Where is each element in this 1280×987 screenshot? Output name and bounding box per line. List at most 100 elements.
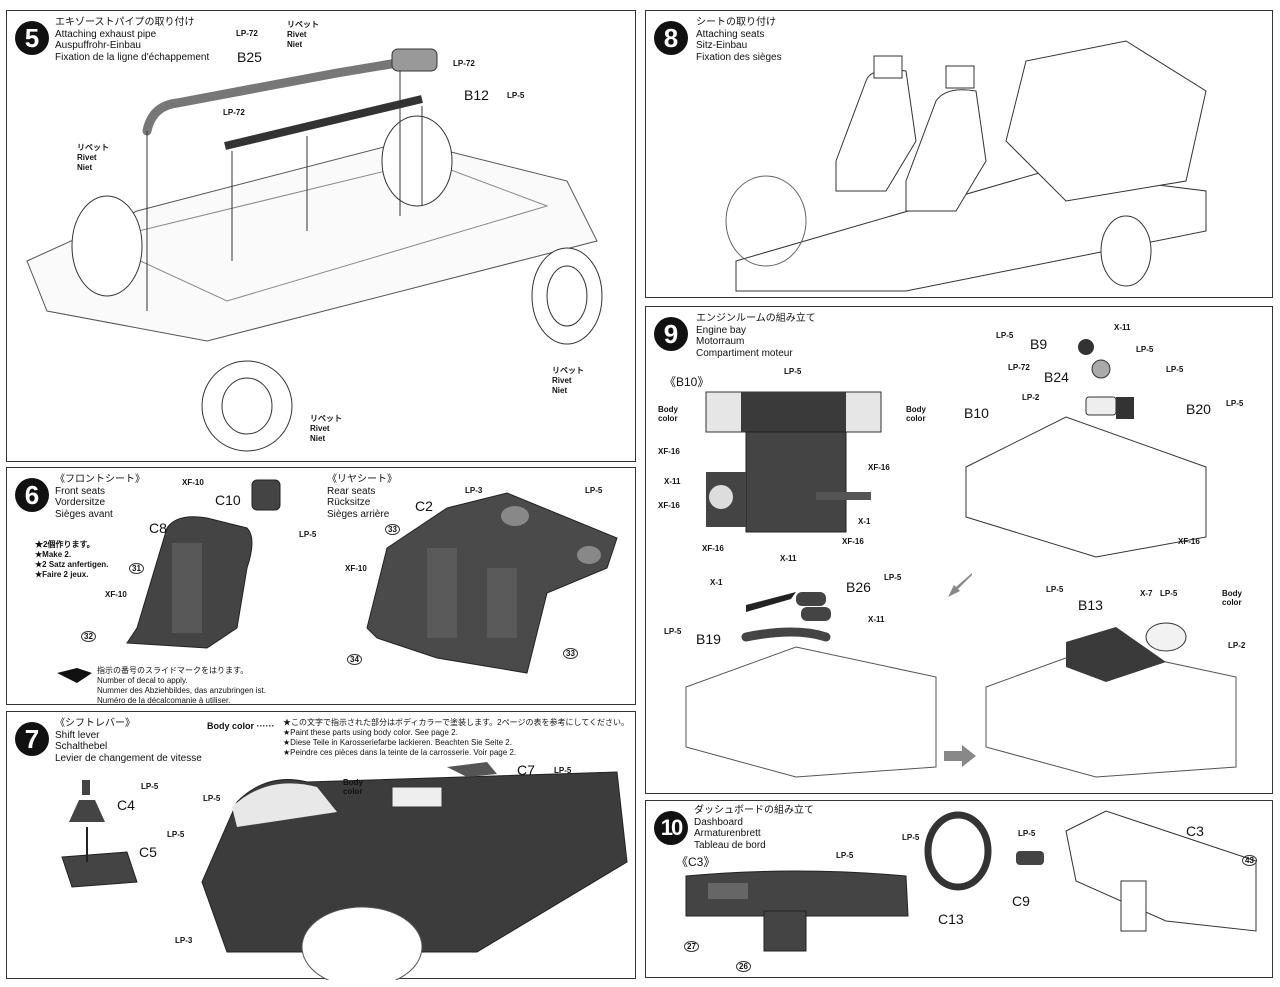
paint-lp2: LP-2 [1228,641,1246,650]
step-title: エキゾーストパイプの取り付け Attaching exhaust pipe Au… [55,17,209,63]
part-b9: B9 [1030,336,1048,352]
step-9-panel: 9 エンジンルームの組み立て Engine bay Motorraum Comp… [645,306,1273,794]
paint-xf16: XF-16 [658,447,680,456]
step-10-panel: 10 ダッシュボードの組み立て Dashboard Armaturenbrett… [645,800,1273,978]
make-two-note: ★2個作ります。 ★Make 2. ★2 Satz anfertigen. ★F… [35,540,109,579]
decal-33: 33 [385,524,400,535]
body-color-tag: Body color [1222,589,1242,607]
part-c4: C4 [117,797,135,813]
paint-xf16: XF-16 [868,463,890,472]
body-color-tag: Body color [343,778,363,796]
step-number: 8 [654,21,688,55]
paint-lp5: LP-5 [1160,589,1178,598]
decal-34: 34 [347,654,362,665]
part-c5: C5 [139,844,157,860]
part-b25: B25 [237,49,262,65]
seats-illustration [57,479,618,683]
part-c8: C8 [149,520,167,536]
step-title: エンジンルームの組み立て Engine bay Motorraum Compar… [696,313,816,359]
rivet-label: リベット Rivet Niet [310,414,342,443]
decal-43: 43 [1242,855,1257,866]
decal-27: 27 [684,941,699,952]
decal-26: 26 [736,961,751,972]
body-color-tag: Body color [658,405,678,423]
paint-x11: X-11 [780,554,797,563]
shift-lever-chassis-illustration [61,762,628,980]
part-c7: C7 [517,762,535,778]
paint-xf10: XF-10 [105,590,127,599]
paint-lp5: LP-5 [996,331,1014,340]
paint-lp5: LP-5 [1136,345,1154,354]
step-number: 5 [15,21,49,55]
part-b13: B13 [1078,597,1103,613]
paint-lp5: LP-5 [902,833,920,842]
direction-arrow-icon [948,573,972,597]
paint-lp5: LP-5 [141,782,159,791]
paint-xf16: XF-16 [702,544,724,553]
part-b12: B12 [464,87,489,103]
paint-xf16: XF-16 [842,537,864,546]
subpart-b10-label: 《B10》 [664,375,710,389]
title-fr: Fixation de la ligne d'échappement [55,51,210,63]
step-title: 《シフトレバー》 Shift lever Schalthebel Levier … [55,718,202,764]
part-b24: B24 [1044,369,1069,385]
title-jp: エキゾーストパイプの取り付け [55,17,195,28]
part-c2: C2 [415,498,433,514]
title-en: Attaching exhaust pipe [55,28,157,40]
dashboard-illustration [685,810,1257,952]
part-b10: B10 [964,405,989,421]
paint-xf10: XF-10 [182,478,204,487]
step-6-panel: 6 《フロントシート》 Front seats Vordersitze Sièg… [6,467,636,705]
rivet-label: リベット Rivet Niet [552,366,584,395]
rivet-label: リベット Rivet Niet [77,143,109,172]
body-color-tag: Body color [906,405,926,423]
paint-lp2: LP-2 [1022,393,1040,402]
decal-32: 32 [81,631,96,642]
subpart-c3-label: 《C3》 [676,855,716,869]
paint-lp5: LP-5 [167,830,185,839]
step-8-panel: 8 シートの取り付け Attaching seats Sitz-Einbau F… [645,10,1273,298]
step-number: 7 [15,722,49,756]
body-color-notes: ★この文字で指示された部分はボディカラーで塗装します。2ページの表を参考にしてく… [283,718,629,757]
step-number: 9 [654,317,688,351]
paint-lp5: LP-5 [664,627,682,636]
step-number: 6 [15,478,49,512]
paint-lp5: LP-5 [1166,365,1184,374]
paint-lp3: LP-3 [465,486,483,495]
paint-lp72: LP-72 [236,29,258,38]
step-title: シートの取り付け Attaching seats Sitz-Einbau Fix… [696,17,782,63]
direction-arrow-icon [944,745,976,767]
seats-installation-illustration [725,40,1207,292]
paint-lp5: LP-5 [507,91,525,100]
part-b26: B26 [846,579,871,595]
paint-lp3: LP-3 [175,936,193,945]
rear-seats-title: 《リヤシート》 Rear seats Rücksitze Sièges arri… [327,474,397,520]
paint-lp5: LP-5 [1018,829,1036,838]
rivet-label: リベット Rivet Niet [287,20,319,49]
paint-lp5: LP-5 [884,573,902,582]
part-c10: C10 [215,492,241,508]
paint-lp5: LP-5 [1046,585,1064,594]
step-5-panel: 5 エキゾーストパイプの取り付け Attaching exhaust pipe … [6,10,636,462]
paint-lp5: LP-5 [299,530,317,539]
paint-xf16: XF-16 [658,501,680,510]
part-c13: C13 [938,911,964,927]
step-title: ダッシュボードの組み立て Dashboard Armaturenbrett Ta… [694,805,814,851]
paint-xf10: XF-10 [345,564,367,573]
body-color-legend-label: Body color ······ [207,721,275,731]
paint-x11: X-11 [664,477,681,486]
paint-x11: X-11 [1114,323,1131,332]
front-seats-title: 《フロントシート》 Front seats Vordersitze Sièges… [55,474,145,520]
paint-lp5: LP-5 [554,766,572,775]
paint-lp72: LP-72 [223,108,245,117]
exhaust-chassis-illustration [26,48,603,452]
paint-x1: X-1 [858,517,871,526]
paint-lp5: LP-5 [1226,399,1244,408]
paint-lp72: LP-72 [453,59,475,68]
step-7-panel: 7 《シフトレバー》 Shift lever Schalthebel Levie… [6,711,636,980]
paint-lp72: LP-72 [1008,363,1030,372]
paint-lp5: LP-5 [836,851,854,860]
part-c3: C3 [1186,823,1204,839]
step-number: 10 [654,811,688,845]
paint-x11: X-11 [868,615,885,624]
